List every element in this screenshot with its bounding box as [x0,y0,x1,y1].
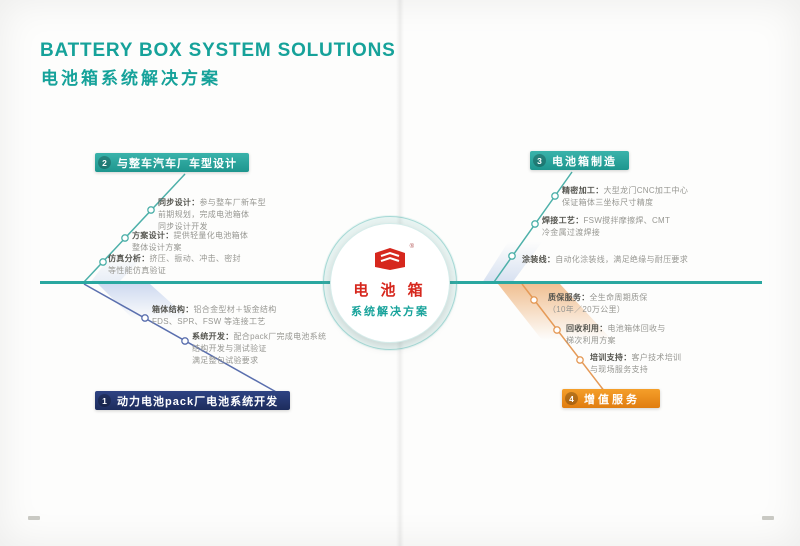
gradient-swoosh-bottom-left [98,284,190,320]
branch-dot [508,252,516,260]
note-title: 方案设计： [132,231,174,240]
note-bottom-left-2: 系统开发：配合pack厂完成电池系统 结构开发与测试验证 满足整包试验要求 [192,331,362,367]
branch-label-top-left: 2 与整车汽车厂车型设计 [95,153,249,172]
gradient-swoosh-top-right [482,242,542,283]
note-line: （10年／20万公里） [548,305,626,314]
note-line: FDS、SPR、FSW 等连接工艺 [152,317,266,326]
branch-dot [576,356,584,364]
branch-dot [141,314,149,322]
branch-dot [553,326,561,334]
note-line: 保证箱体三坐标尺寸精度 [562,198,654,207]
note-line: 电池箱体回收与 [607,324,666,333]
branch-label-text: 增值服务 [584,393,640,406]
page-number-mark-right [762,516,774,520]
page-number-mark-left [28,516,40,520]
note-title: 质保服务： [548,293,590,302]
note-title: 系统开发： [192,332,234,341]
branch-label-text: 与整车汽车厂车型设计 [117,157,237,170]
branch-label-bottom-left: 1 动力电池pack厂电池系统开发 [95,391,291,410]
note-line: 参与整车厂新车型 [199,198,266,207]
gradient-swoosh-top-left [90,254,146,283]
note-bottom-left-1: 箱体结构：铝合金型材＋钣金结构 FDS、SPR、FSW 等连接工艺 [152,304,332,328]
note-title: 涂装线： [522,255,556,264]
note-line: 大型龙门CNC加工中心 [603,186,689,195]
note-line: 同步设计开发 [158,222,208,231]
note-line: 整体设计方案 [132,243,182,252]
brand-logo-icon: ® [373,244,414,276]
branch-line-top-right [493,171,573,283]
note-line: 前期规划，完成电池箱体 [158,210,250,219]
branch-dot [551,192,559,200]
branch-number-badge: 3 [533,154,546,167]
center-hub: ® 电 池 箱 系统解决方案 [323,216,457,350]
note-line: 配合pack厂完成电池系统 [233,332,327,341]
note-top-left-2: 方案设计：提供轻量化电池箱体 整体设计方案 [132,230,282,254]
branch-label-text: 动力电池pack厂电池系统开发 [117,395,279,408]
note-top-left-1: 同步设计：参与整车厂新车型 前期规划，完成电池箱体 同步设计开发 [158,197,308,233]
note-line: 全生命周期质保 [589,293,648,302]
note-line: FSW搅拌摩擦焊、CMT [583,216,671,225]
note-title: 箱体结构： [152,305,194,314]
note-title: 培训支持： [590,353,632,362]
note-line: 铝合金型材＋钣金结构 [193,305,277,314]
note-line: 自动化涂装线，满足绝缘与耐压要求 [555,255,689,264]
branch-dot [121,234,129,242]
branch-label-top-right: 3 电池箱制造 [530,151,629,170]
note-title: 精密加工： [562,186,604,195]
note-title: 焊接工艺： [542,216,584,225]
note-line: 提供轻量化电池箱体 [173,231,249,240]
note-line: 挤压、振动、冲击、密封 [149,254,241,263]
branch-dot [181,337,189,345]
note-title: 仿真分析： [108,254,150,263]
note-line: 等性能仿真验证 [108,266,167,275]
branch-dot [530,296,538,304]
note-bottom-right-2: 回收利用：电池箱体回收与 梯次利用方案 [566,323,726,347]
note-bottom-right-3: 培训支持：客户技术培训 与现场服务支持 [590,352,740,376]
note-title: 回收利用： [566,324,608,333]
branch-line-top-left [83,173,186,283]
note-bottom-right-1: 质保服务：全生命周期质保 （10年／20万公里） [548,292,718,316]
registered-mark: ® [409,244,414,250]
branch-label-bottom-right: 4 增值服务 [562,389,660,408]
branch-number-badge: 4 [565,392,578,405]
note-line: 客户技术培训 [631,353,682,362]
note-top-right-1: 精密加工：大型龙门CNC加工中心 保证箱体三坐标尺寸精度 [562,185,747,209]
hub-title: 电 池 箱 [353,282,427,299]
branch-dot [147,206,155,214]
gradient-swoosh-bottom-right [498,284,612,340]
note-top-left-3: 仿真分析：挤压、振动、冲击、密封 等性能仿真验证 [108,253,278,277]
branch-dot [531,220,539,228]
note-line: 结构开发与测试验证 [192,344,267,353]
page-title-zh: 电池箱系统解决方案 [41,69,221,88]
branch-number-badge: 2 [98,156,111,169]
branch-dot [99,258,107,266]
note-top-right-2: 焊接工艺：FSW搅拌摩擦焊、CMT 冷金属过渡焊接 [542,215,722,239]
note-title: 同步设计： [158,198,200,207]
branch-label-text: 电池箱制造 [552,155,617,168]
branch-line-bottom-right [521,283,606,393]
note-line: 与现场服务支持 [590,365,649,374]
branch-number-badge: 1 [98,394,111,407]
page-title-en: BATTERY BOX SYSTEM SOLUTIONS [40,40,396,61]
note-line: 满足整包试验要求 [192,356,259,365]
hub-subtitle: 系统解决方案 [351,306,429,318]
note-line: 冷金属过渡焊接 [542,228,601,237]
note-top-right-3: 涂装线：自动化涂装线，满足绝缘与耐压要求 [522,254,757,266]
branch-line-bottom-left [83,283,279,394]
note-line: 梯次利用方案 [566,336,616,345]
